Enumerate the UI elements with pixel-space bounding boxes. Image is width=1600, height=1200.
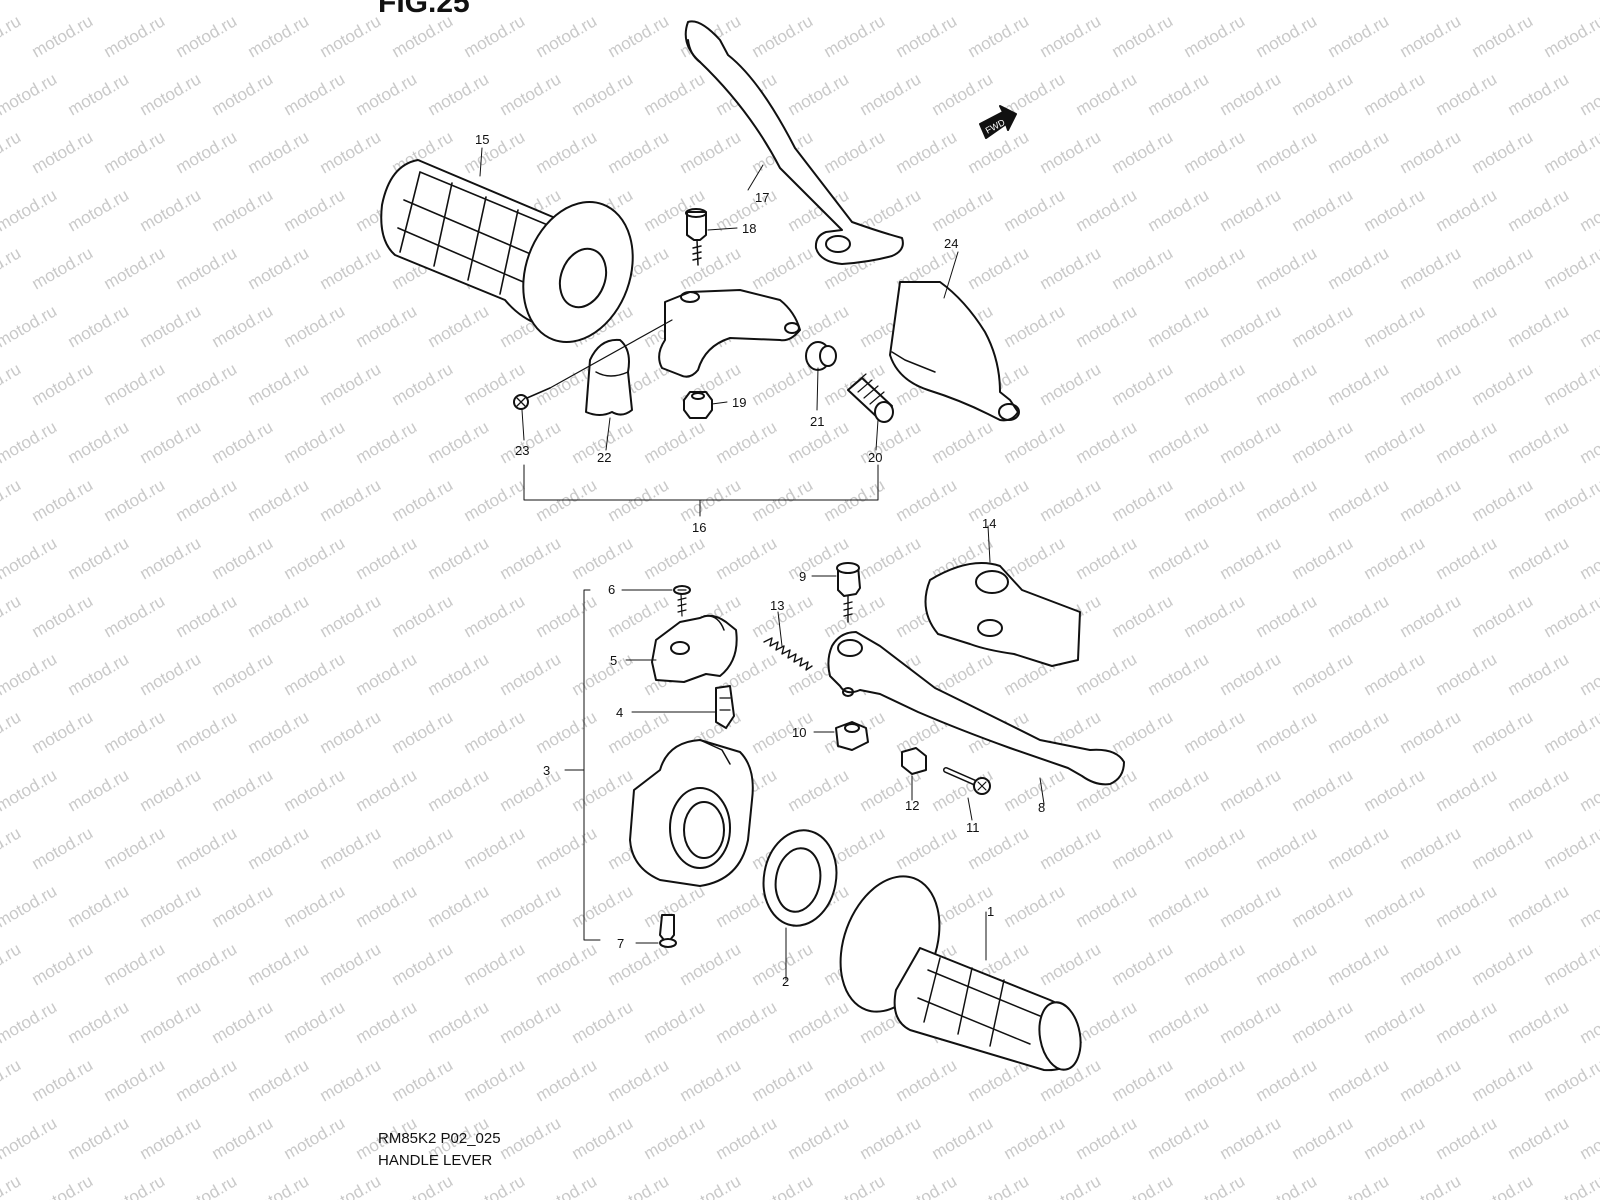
part-nut-21 [805,341,837,371]
fwd-arrow-badge: FWD [979,105,1017,139]
part-screw-6 [673,585,691,617]
diagram-code: RM85K2 P02_025 [378,1130,501,1147]
part-screw-7 [659,914,677,948]
callout-11: 11 [966,820,980,835]
part-ring-2 [762,829,838,927]
callout-5: 5 [610,653,617,668]
callout-12: 12 [905,798,919,813]
part-nut-10 [835,721,869,751]
callout-9: 9 [799,569,806,584]
callout-4: 4 [616,705,623,720]
callout-15: 15 [475,132,489,147]
leader-lines-lower [564,525,1045,981]
watermark-text: motod.ru [1577,0,1600,3]
callout-17: 17 [755,190,769,205]
callout-3: 3 [543,763,550,778]
callout-18: 18 [742,221,756,236]
callout-1: 1 [987,904,994,919]
part-grip-left [380,159,634,343]
callout-23: 23 [515,443,529,458]
figure-label: FIG.25 [378,0,470,19]
part-lever-holder [658,289,801,378]
part-bolt-9 [836,562,861,623]
callout-16: 16 [692,520,706,535]
callout-13: 13 [770,598,784,613]
part-cover-24 [889,281,1020,422]
part-lever-upper [684,20,904,265]
callout-22: 22 [597,450,611,465]
part-cover-14 [924,562,1081,667]
callout-10: 10 [792,725,806,740]
part-nut-12 [901,747,927,775]
part-clip-4 [715,685,735,729]
part-adjuster-20 [847,373,894,423]
part-spring-13 [763,637,813,671]
callout-20: 20 [868,450,882,465]
part-clamp-22 [585,338,633,416]
part-plate-5 [651,614,738,683]
callout-8: 8 [1038,800,1045,815]
part-housing-3 [629,739,754,887]
part-screw-11 [943,767,991,795]
part-bolt-18 [685,208,707,266]
callout-7: 7 [617,936,624,951]
callout-24: 24 [944,236,958,251]
part-grip-right [839,875,1082,1072]
part-nut-19 [683,391,713,419]
callout-14: 14 [982,516,996,531]
diagram-name: HANDLE LEVER [378,1152,493,1169]
callout-21: 21 [810,414,824,429]
callout-2: 2 [782,974,789,989]
leader-lines-upper [479,147,959,517]
callout-labels: 1 2 3 4 5 6 7 8 9 10 11 12 13 14 15 16 1… [475,132,1045,989]
callout-19: 19 [732,395,746,410]
part-lever-lower [827,631,1125,786]
part-screw-23 [513,319,673,410]
callout-6: 6 [608,582,615,597]
